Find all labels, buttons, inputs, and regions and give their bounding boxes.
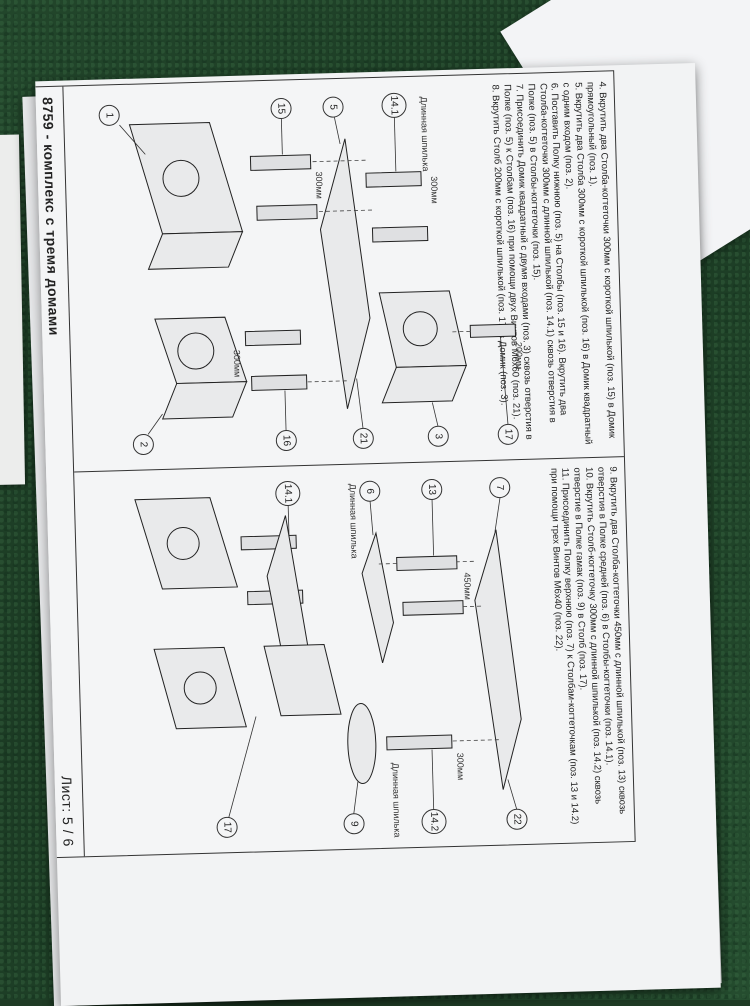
svg-text:17: 17: [221, 822, 232, 834]
svg-text:14.1: 14.1: [388, 96, 400, 116]
svg-text:7: 7: [494, 485, 505, 491]
svg-text:17: 17: [502, 429, 513, 441]
post-450-b: [403, 601, 463, 616]
svg-text:6: 6: [364, 488, 375, 494]
svg-text:15: 15: [275, 103, 286, 115]
callout-13: 13: [421, 479, 443, 556]
svg-text:14.1: 14.1: [282, 484, 294, 504]
left-panel: 4. Вкрутить два Столба-когтеточки 300мм …: [63, 71, 624, 472]
svg-text:3: 3: [433, 433, 444, 439]
svg-text:9: 9: [348, 821, 359, 827]
callout-7: 7: [489, 477, 510, 532]
right-steps: 9. Вкрутить два Столба-когтеточки 450мм …: [547, 466, 628, 835]
callout-16: 16: [275, 390, 297, 451]
svg-text:21: 21: [358, 433, 369, 445]
callout-14-1: 14.1: [382, 93, 408, 172]
post-200: [470, 324, 515, 337]
shelf-5: [318, 138, 373, 409]
callout-5: 5: [323, 97, 344, 145]
callout-3: 3: [427, 402, 448, 447]
callout-21: 21: [352, 378, 374, 449]
shelf-6: [361, 533, 395, 664]
svg-text:2: 2: [138, 442, 149, 448]
svg-text:13: 13: [426, 484, 437, 496]
svg-text:16: 16: [281, 435, 292, 447]
instruction-sheet: 4. Вкрутить два Столба-когтеточки 300мм …: [35, 63, 721, 1006]
base-assembly: [135, 494, 341, 729]
hammock-shelf-9: [347, 703, 377, 784]
post-450-a: [397, 556, 457, 571]
label-300-b: 300мм: [314, 171, 325, 199]
svg-text:14.2: 14.2: [428, 812, 440, 832]
label-300-a: 300мм: [429, 176, 440, 204]
right-panel: 9. Вкрутить два Столба-когтеточки 450мм …: [74, 456, 635, 856]
label-long-pin: Длинная шпилька: [419, 96, 431, 171]
callout-14-1-right: 14.1: [275, 481, 300, 536]
callout-15: 15: [271, 98, 293, 155]
callout-14-2: 14.2: [420, 749, 446, 834]
label-long-pin-b: Длинная шпилька: [390, 762, 402, 837]
svg-text:22: 22: [511, 814, 522, 826]
left-assembly-diagram: 1 15 5 14.1 17: [68, 73, 549, 471]
top-shelf-7: [473, 529, 523, 790]
post-300-14-2: [387, 735, 452, 750]
callout-22: 22: [506, 779, 527, 830]
document-title: 8759 - комплекс с тремя домами: [40, 97, 63, 336]
svg-text:1: 1: [103, 112, 114, 118]
callout-2: 2: [133, 414, 164, 455]
label-200: 200мм: [514, 342, 525, 370]
sheet-number: Лист: 5 / 6: [59, 776, 77, 847]
instruction-page: 4. Вкрутить два Столба-когтеточки 300мм …: [35, 70, 635, 858]
callout-9: 9: [343, 782, 364, 835]
svg-text:5: 5: [327, 104, 338, 110]
label-300-c: 300мм: [232, 350, 243, 378]
house-rect-1: [129, 122, 243, 270]
callout-6: 6: [360, 481, 381, 536]
right-assembly-diagram: 7 13 6 14.1 22: [79, 458, 560, 856]
house-square-3: [379, 290, 467, 402]
label-300: 300мм: [455, 753, 466, 781]
label-long-pin-a: Длинная шпилька: [348, 484, 360, 559]
label-450: 450мм: [462, 572, 473, 600]
callout-17-right: 17: [214, 716, 259, 837]
